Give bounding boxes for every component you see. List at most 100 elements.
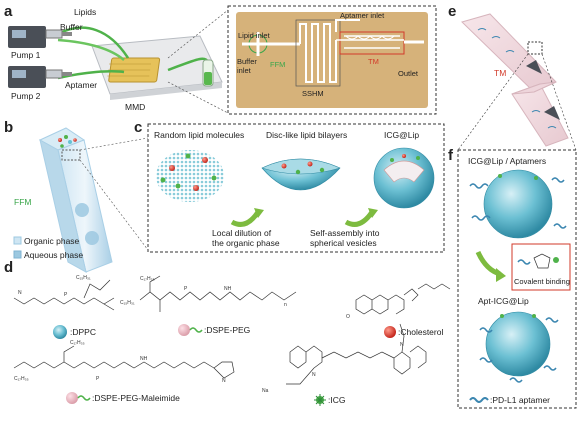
dspe-peg-mal-icon — [66, 392, 78, 404]
cholesterol-structure — [355, 283, 451, 315]
lipid-particle — [68, 140, 72, 144]
assembly-label-2: spherical vesicles — [310, 238, 377, 248]
ffm-label-a: FFM — [270, 60, 285, 69]
panel-label-d: d — [4, 259, 13, 276]
cholesterol-label: :Cholesterol — [398, 327, 443, 337]
dilution-label-2: the organic phase — [212, 238, 280, 248]
pump2-label: Pump 2 — [11, 91, 41, 101]
zoom-lines-e — [457, 53, 577, 151]
panel-e: e TM — [448, 3, 577, 151]
icg-n2: N — [400, 342, 404, 348]
mal-p: P — [96, 376, 100, 382]
random-lipid-cloud — [156, 150, 224, 202]
tm-label-e: TM — [494, 68, 506, 78]
chip-channel-side — [39, 139, 87, 273]
dilution-label-1: Local dilution of — [212, 228, 272, 238]
mmd-label: MMD — [125, 102, 145, 112]
buffer-tubing — [57, 38, 125, 61]
apt-icg-lip-vesicle — [479, 311, 559, 383]
aptamer-strands — [477, 28, 557, 129]
dppc-p: P — [64, 292, 68, 298]
arrow-dilution-head — [254, 208, 264, 218]
mixer-junction — [511, 81, 557, 95]
aqueous-label: Aqueous phase — [24, 250, 83, 260]
dspe-n: n — [284, 302, 287, 308]
chol-o: O — [346, 314, 350, 320]
organic-swatch — [13, 236, 22, 245]
tm-mixing — [345, 35, 395, 40]
panel-f: f ICG@Lip / Aptamers Covalent binding Ap… — [448, 147, 577, 409]
droplet — [75, 203, 89, 217]
dspe-peg-mal-tail — [77, 395, 91, 401]
lipid-particle — [58, 138, 62, 142]
sshm-label: SSHM — [302, 89, 324, 98]
dppc-label: :DPPC — [70, 327, 96, 337]
lipid-particle — [64, 135, 68, 139]
icg-structure — [286, 323, 427, 385]
pump1-label: Pump 1 — [11, 50, 41, 60]
mal-c17: C₁₇H₃₅ — [14, 376, 29, 382]
pump-2 — [8, 66, 72, 88]
disc-bilayer — [261, 158, 341, 191]
dppc-structure — [13, 279, 115, 311]
panel-a: a Lipids Buffer Pump 1 Pu — [4, 3, 437, 115]
pd-l1-legend: :PD-L1 aptamer — [490, 395, 550, 405]
arrow-binding-head — [496, 268, 506, 282]
dspe-peg-icon — [178, 324, 190, 336]
icg-na: Na — [262, 388, 269, 394]
arrow-assembly — [344, 210, 375, 227]
mixer-baffle — [544, 106, 560, 120]
sshm-channel — [299, 23, 337, 83]
pump-1 — [8, 26, 72, 48]
dspe-peg-mal-structure — [13, 345, 235, 379]
dspe-nh: NH — [224, 286, 232, 292]
icg-n1: N — [312, 372, 316, 378]
disc-label: Disc-like lipid bilayers — [266, 130, 347, 140]
covalent-aptamer — [517, 259, 531, 265]
panel-label-b: b — [4, 119, 13, 136]
covalent-box — [511, 243, 571, 291]
dspe-peg-tail — [189, 327, 203, 333]
cholesterol-icon — [384, 326, 396, 338]
mal-nh: NH — [140, 356, 148, 362]
tm-channel — [336, 35, 404, 49]
aptamer-label: Aptamer — [65, 80, 97, 90]
lipids-label: Lipids — [74, 7, 96, 17]
panel-label-c: c — [134, 119, 142, 136]
dppc-c15b: C₁₅H₃₁ — [120, 300, 135, 306]
mmd-platform-edge — [110, 82, 222, 100]
chip-detail — [236, 12, 428, 108]
maleimide-ring — [533, 253, 551, 269]
assembly-label-1: Self-assembly into — [310, 228, 380, 238]
panel-label-e: e — [448, 3, 456, 20]
zoom-region-e — [527, 41, 543, 55]
panel-label-a: a — [4, 3, 13, 20]
droplet — [85, 231, 99, 245]
dspe-p: P — [184, 286, 188, 292]
outlet-label: Outlet — [398, 69, 419, 78]
mal-c17b: C₁₇H₃₅ — [70, 340, 85, 346]
arrow-dilution — [230, 210, 261, 227]
lipid-particle — [73, 138, 77, 142]
dspe-c17: C₁₇H₃₅ — [140, 276, 155, 282]
icg-lip-label: ICG@Lip — [384, 130, 419, 140]
covalent-label: Covalent binding — [514, 277, 570, 286]
buffer-label: Buffer — [60, 22, 83, 32]
aqueous-swatch — [13, 250, 22, 259]
zoom-lines-b — [79, 137, 149, 251]
ffm-label-b: FFM — [14, 197, 31, 207]
zoom-lines — [167, 9, 229, 114]
mixer-baffle — [526, 60, 542, 74]
random-label: Random lipid molecules — [154, 130, 244, 140]
arrow-assembly-head — [368, 208, 378, 218]
aptamer-inlet-label: Aptamer inlet — [340, 11, 385, 20]
dppc-c15: C₁₅H₃₁ — [76, 275, 91, 281]
organic-label: Organic phase — [24, 236, 80, 246]
apt-icg-label: Apt-ICG@Lip — [478, 296, 529, 306]
panel-c: c Random lipid molecules Disc-like lipid… — [134, 119, 445, 253]
icg-lip-vesicle — [373, 147, 435, 209]
tm-label-a: TM — [368, 57, 379, 66]
collection-liquid — [204, 72, 212, 85]
icg-icon — [314, 394, 326, 406]
